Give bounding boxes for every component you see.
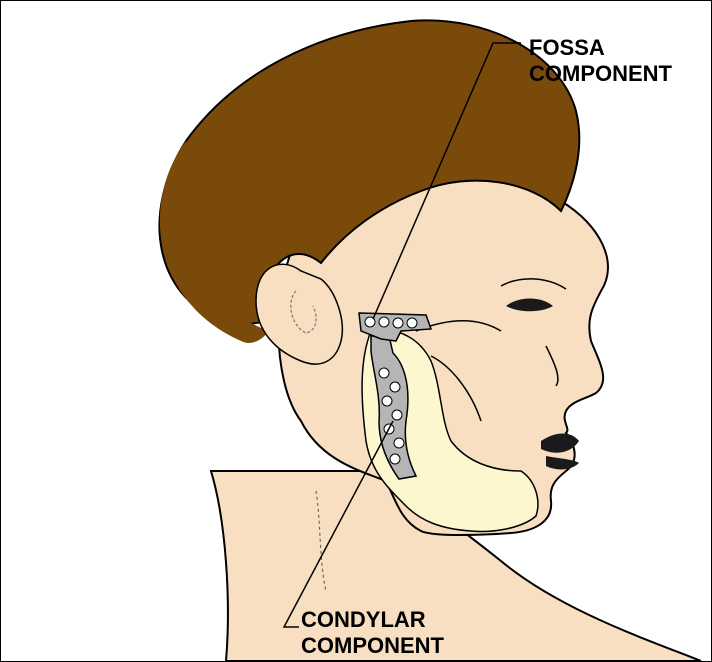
condylar-label-line1: CONDYLAR (301, 607, 444, 633)
condylar-label-line2: COMPONENT (301, 633, 444, 659)
fossa-component-label: FOSSA COMPONENT (529, 35, 672, 87)
fossa-label-line2: COMPONENT (529, 61, 672, 87)
condylar-component-label: CONDYLAR COMPONENT (301, 607, 444, 659)
fossa-label-line1: FOSSA (529, 35, 672, 61)
